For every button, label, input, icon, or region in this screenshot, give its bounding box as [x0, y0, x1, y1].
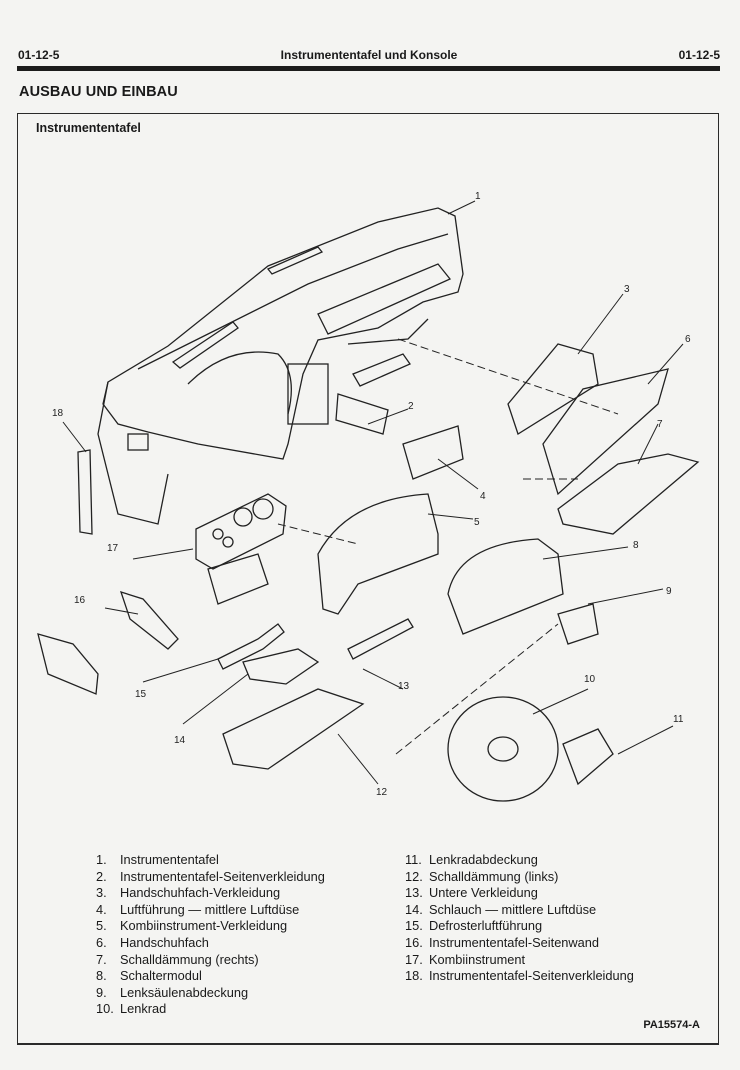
part-13 — [347, 618, 414, 660]
callout-4: 4 — [480, 491, 486, 502]
callout-7: 7 — [657, 419, 663, 430]
legend-item: 9.Lenksäulenabdeckung — [96, 984, 249, 1000]
legend-item: 15.Defrosterluftführung — [405, 918, 543, 934]
callout-9: 9 — [666, 586, 672, 597]
legend-item: 3.Handschuhfach-Verkleidung — [96, 885, 281, 901]
page-header: 01-12-5 Instrumententafel und Konsole 01… — [18, 48, 720, 64]
callout-6: 6 — [685, 334, 691, 345]
part-9 — [557, 603, 599, 645]
callout-11: 11 — [673, 714, 684, 725]
legend-item: 1.Instrumententafel — [96, 852, 219, 867]
legend-item: 11.Lenkradabdeckung — [405, 852, 538, 867]
part-14-15 — [217, 623, 285, 670]
legend-item: 6.Handschuhfach — [96, 934, 209, 950]
callout-10: 10 — [584, 674, 596, 685]
part-8 — [447, 538, 564, 635]
part-11 — [562, 728, 614, 786]
part-3 — [507, 343, 599, 435]
callout-8: 8 — [633, 540, 639, 551]
part-10 — [447, 696, 559, 802]
part-defroster-tube — [352, 353, 411, 387]
part-2 — [335, 393, 389, 435]
callout-12: 12 — [376, 787, 388, 798]
part-4 — [402, 425, 464, 480]
callout-1: 1 — [475, 191, 481, 202]
figure-frame: Instrumententafel — [17, 113, 719, 1045]
page-number-left: 01-12-5 — [18, 48, 60, 62]
legend-item: 16.Instrumententafel-Seitenwand — [405, 934, 600, 950]
legend-item: 8.Schaltermodul — [96, 968, 202, 984]
legend-item: 14.Schlauch — mittlere Luftdüse — [405, 901, 597, 917]
legend-item: 12.Schalldämmung (links) — [405, 868, 559, 884]
header-rule — [17, 66, 720, 71]
part-5 — [317, 493, 439, 615]
exploded-view-diagram — [37, 200, 700, 802]
part-6 — [542, 368, 669, 496]
legend-item: 4.Luftführung — mittlere Luftdüse — [96, 901, 300, 917]
legend-item: 7.Schalldämmung (rechts) — [96, 951, 259, 967]
figure-title: Instrumententafel — [36, 121, 141, 135]
part-instrument-panel — [97, 207, 464, 525]
legend-item: 10.Lenkrad — [96, 1001, 167, 1017]
page-number-right: 01-12-5 — [678, 48, 720, 62]
callout-3: 3 — [624, 284, 630, 295]
legend-left: 1.Instrumententafel 2.Instrumententafel-… — [96, 852, 325, 1018]
legend-item: 13.Untere Verkleidung — [405, 885, 538, 901]
callout-15: 15 — [135, 689, 147, 700]
page-header-title: Instrumententafel und Konsole — [280, 48, 458, 62]
part-18 — [77, 449, 93, 535]
legend-right: 11.Lenkradabdeckung 12.Schalldämmung (li… — [405, 852, 634, 985]
callout-2: 2 — [408, 401, 414, 412]
callout-18: 18 — [52, 408, 64, 419]
legend-item: 5.Kombiinstrument-Verkleidung — [96, 918, 288, 934]
part-16 — [119, 590, 179, 650]
legend-item: 2.Instrumententafel-Seitenverkleidung — [96, 868, 325, 884]
callout-14: 14 — [174, 735, 186, 746]
section-title: AUSBAU UND EINBAU — [19, 84, 178, 100]
callout-17: 17 — [107, 543, 119, 554]
figure-id: PA15574-A — [643, 1019, 700, 1031]
legend-item: 18.Instrumententafel-Seitenverkleidung — [405, 968, 634, 984]
callout-5: 5 — [474, 517, 480, 528]
legend-item: 17.Kombiinstrument — [405, 951, 526, 967]
callout-16: 16 — [74, 595, 86, 606]
part-7 — [557, 453, 700, 535]
part-12 — [222, 688, 365, 770]
part-17 — [195, 493, 287, 570]
callout-13: 13 — [398, 681, 410, 692]
